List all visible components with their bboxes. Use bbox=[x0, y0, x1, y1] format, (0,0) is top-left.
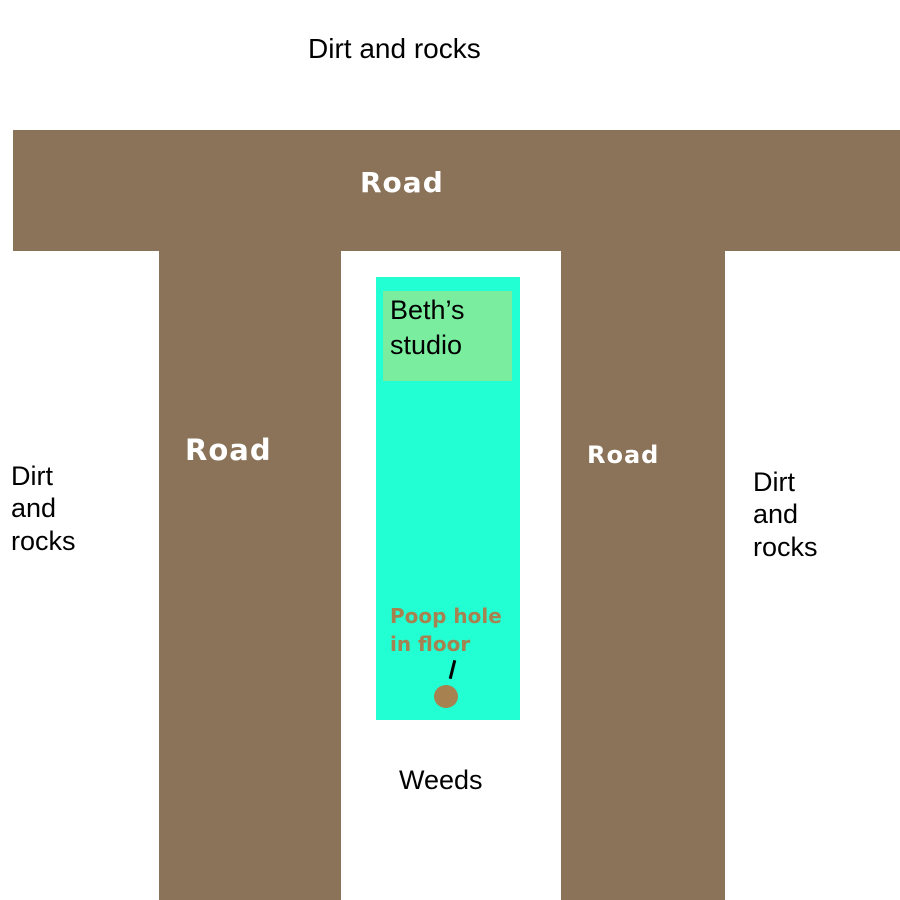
studio-label: Beth’s studio bbox=[390, 295, 465, 361]
right-road bbox=[561, 250, 725, 900]
right-road-label: Road bbox=[587, 441, 660, 469]
left-terrain-label: Dirt and rocks bbox=[11, 461, 76, 556]
left-road bbox=[159, 250, 341, 900]
top-road-label: Road bbox=[360, 166, 444, 199]
top-road bbox=[13, 130, 900, 251]
poop-hole-icon bbox=[434, 685, 458, 708]
poop-hole-label: Poop hole in floor bbox=[390, 604, 502, 656]
right-terrain-label: Dirt and rocks bbox=[753, 467, 818, 562]
left-road-label: Road bbox=[185, 433, 272, 467]
bottom-terrain-label: Weeds bbox=[399, 765, 483, 795]
top-terrain-label: Dirt and rocks bbox=[308, 33, 481, 64]
studio-room bbox=[383, 291, 512, 381]
